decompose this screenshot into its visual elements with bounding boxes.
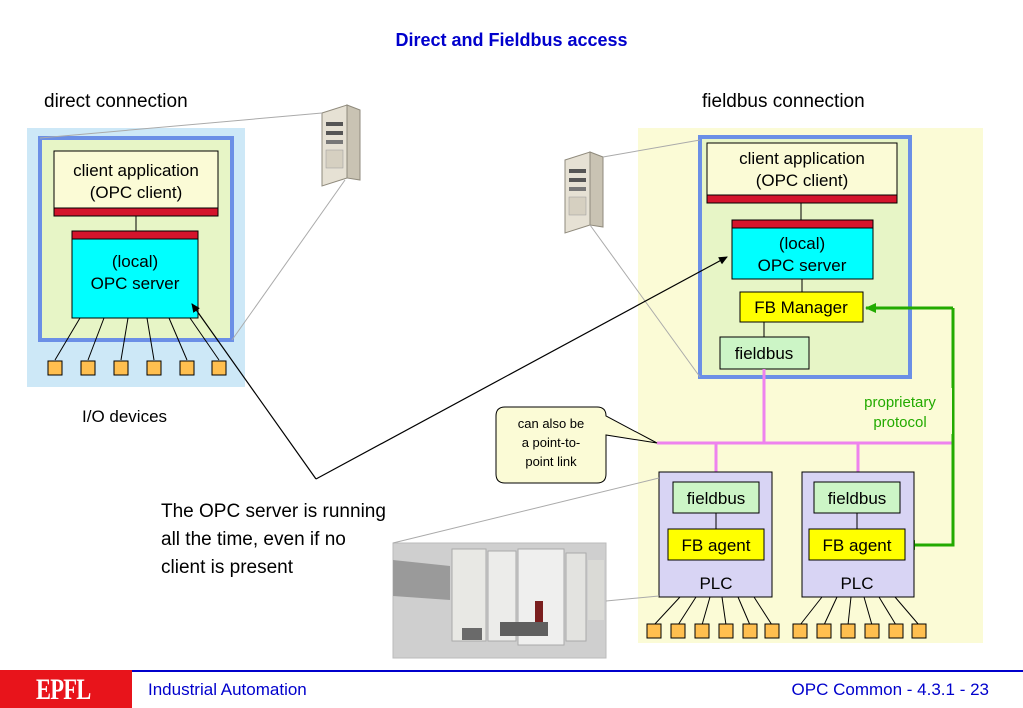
plc1-agent-label: FB agent <box>682 536 751 555</box>
io-device <box>113 360 129 376</box>
plc2-agent-box <box>808 528 906 561</box>
plc-io-device <box>911 623 927 639</box>
io-device <box>80 360 96 376</box>
direct-server-line1: (local) <box>112 252 158 271</box>
plc-io-device <box>840 623 856 639</box>
diagram-canvas: direct connection client application (OP… <box>27 91 983 659</box>
plc-io-device <box>764 623 780 639</box>
plc2-fieldbus-label: fieldbus <box>828 489 887 508</box>
callout-line3: point link <box>525 454 577 469</box>
plc1-agent-box <box>667 528 765 561</box>
fieldbus-opc-server-box <box>731 227 874 280</box>
protocol-label-line1: proprietary <box>864 394 936 411</box>
direct-heading: direct connection <box>44 91 188 112</box>
fieldbus-server-interface-bar <box>731 219 874 229</box>
plc-io-device <box>646 623 662 639</box>
fieldbus-server-line2: OPC server <box>758 256 847 275</box>
photo-zoom-line-top <box>392 477 660 544</box>
plc-io-device <box>792 623 808 639</box>
protocol-label-bg <box>848 388 952 434</box>
direct-client-box <box>53 150 219 210</box>
epfl-logo <box>0 670 132 708</box>
footer-rule <box>132 670 1023 672</box>
fieldbus-server-line1: (local) <box>779 234 825 253</box>
fieldbus-client-interface-bar <box>706 194 898 204</box>
fieldbus-interface-label: fieldbus <box>735 344 794 363</box>
point-to-point-callout <box>495 406 658 484</box>
fieldbus-interface-box <box>719 336 810 370</box>
plc1-label: PLC <box>699 574 732 593</box>
plc-io-device <box>816 623 832 639</box>
io-device <box>211 360 227 376</box>
callout-line1: can also be <box>518 416 585 431</box>
plc-hardware-photo <box>392 542 607 659</box>
plc-io-device <box>718 623 734 639</box>
fieldbus-heading: fieldbus connection <box>702 91 865 112</box>
plc2-label: PLC <box>840 574 873 593</box>
footer-course-title: Industrial Automation <box>148 680 307 699</box>
photo-zoom-line-bottom <box>605 595 660 602</box>
direct-zoom-line-bottom <box>231 179 346 341</box>
fb-manager-label: FB Manager <box>754 298 848 317</box>
direct-client-line2: (OPC client) <box>90 183 183 202</box>
plc1-fieldbus-box <box>672 481 760 514</box>
note-line1: The OPC server is running <box>161 501 386 522</box>
plc2-fieldbus-box <box>813 481 901 514</box>
fb-manager-box <box>739 291 864 323</box>
direct-server-interface-bar <box>71 230 199 240</box>
proprietary-protocol-link <box>865 303 955 550</box>
footer-slide-reference: OPC Common - 4.3.1 - 23 <box>791 680 989 699</box>
direct-client-line1: client application <box>73 161 199 180</box>
direct-server-line2: OPC server <box>91 274 180 293</box>
io-device <box>179 360 195 376</box>
epfl-logo-text: EPFL <box>36 673 91 706</box>
protocol-label-line2: protocol <box>873 414 926 431</box>
callout-line2: a point-to- <box>522 435 581 450</box>
slide-title: Direct and Fieldbus access <box>395 30 628 50</box>
plc-io-device <box>694 623 710 639</box>
direct-opc-server-box <box>71 238 199 319</box>
direct-zoom-line-top <box>39 112 323 139</box>
plc1-fieldbus-label: fieldbus <box>687 489 746 508</box>
fieldbus-zoom-line-top <box>602 139 701 158</box>
plc2-agent-label: FB agent <box>823 536 892 555</box>
io-device <box>146 360 162 376</box>
io-devices-label: I/O devices <box>82 407 167 426</box>
note-pointer-arrows <box>191 256 728 480</box>
plc-io-device <box>742 623 758 639</box>
fieldbus-client-line2: (OPC client) <box>756 171 849 190</box>
plc-io-wiring <box>653 596 920 626</box>
plc-io-device <box>864 623 880 639</box>
direct-client-interface-bar <box>53 207 219 217</box>
fieldbus-computer-icon <box>564 151 604 234</box>
direct-io-wiring <box>54 317 220 361</box>
note-line2: all the time, even if no <box>161 529 346 550</box>
direct-computer-icon <box>321 104 361 187</box>
fieldbus-client-box <box>706 142 898 196</box>
plc-io-device <box>670 623 686 639</box>
fieldbus-client-line1: client application <box>739 149 865 168</box>
plc-io-device <box>888 623 904 639</box>
io-device <box>47 360 63 376</box>
note-line3: client is present <box>161 557 294 578</box>
